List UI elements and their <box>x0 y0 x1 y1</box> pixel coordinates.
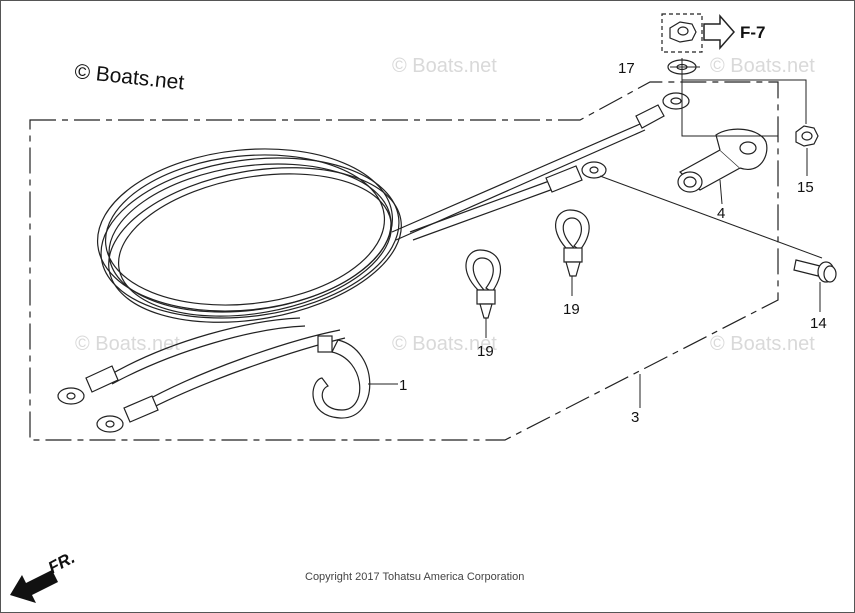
watermark-faint: © Boats.net <box>75 333 180 355</box>
flange-bolt <box>793 259 837 283</box>
watermark-main: © Boats.net <box>73 60 185 94</box>
copyright-text: Copyright 2017 Tohatsu America Corporati… <box>305 571 524 583</box>
callout-part-4: 4 <box>717 205 725 222</box>
ring-terminal-middle <box>545 161 607 193</box>
callout-part-3: 3 <box>631 409 639 426</box>
cable-wire-upper <box>391 123 646 241</box>
callout-part-1: 1 <box>399 377 407 394</box>
cable-wire-middle <box>409 179 557 241</box>
watermark-faint: © Boats.net <box>710 55 815 77</box>
cable-grommet <box>677 128 768 193</box>
wire-clip-right <box>555 209 590 277</box>
callout-part-15: 15 <box>797 179 814 196</box>
leader-lines <box>368 58 823 408</box>
front-direction-arrow-icon <box>10 570 58 603</box>
callout-part-17: 17 <box>618 60 635 77</box>
reference-label: F-7 <box>740 23 766 42</box>
wire-clip-left <box>465 249 502 319</box>
callout-part-19-right: 19 <box>563 301 580 318</box>
cable-coil <box>96 148 402 323</box>
hex-nut <box>795 125 819 147</box>
watermark-faint: © Boats.net <box>392 333 497 355</box>
watermark-faint: © Boats.net <box>392 55 497 77</box>
ring-terminal-lower-left <box>57 365 119 405</box>
cable-band <box>312 335 371 419</box>
ring-terminal-upper <box>635 92 690 129</box>
callout-part-19-left: 19 <box>477 343 494 360</box>
reference-arrow-icon <box>703 14 735 50</box>
watermark-faint: © Boats.net <box>710 333 815 355</box>
reference-nut <box>661 13 703 53</box>
ring-terminal-lower-right <box>96 395 159 433</box>
callout-part-14: 14 <box>810 315 827 332</box>
assembly-boundary <box>29 81 779 441</box>
